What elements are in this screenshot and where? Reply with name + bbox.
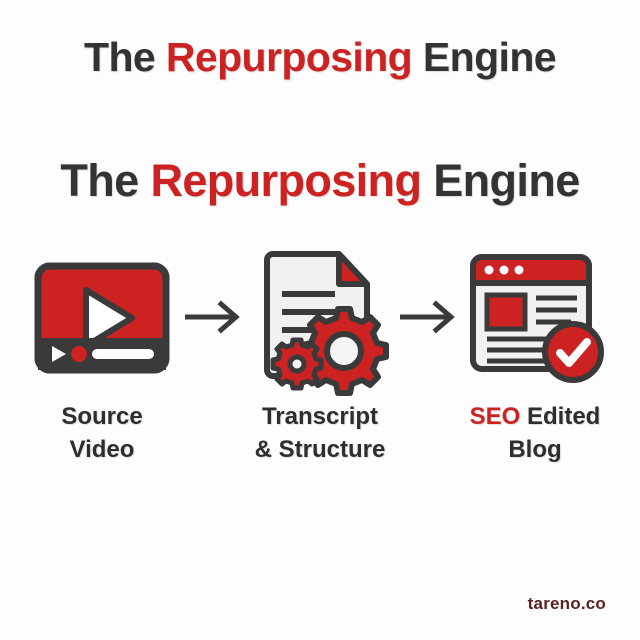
title2-prefix: The	[60, 155, 151, 206]
caption-line-1: Transcript	[261, 403, 379, 430]
title-prefix: The	[84, 34, 166, 80]
title2-accent: Repurposing	[150, 155, 422, 206]
title-accent: Repurposing	[165, 34, 413, 80]
process-flow: Source Video	[0, 248, 640, 478]
arrow-right-icon-1	[183, 300, 243, 334]
title2-suffix: Engine	[421, 155, 580, 206]
flow-step-seo-blog: SEO Edited Blog	[440, 248, 630, 466]
caption-line-1: Edited	[520, 403, 601, 430]
flow-step-caption: Transcript & Structure	[225, 400, 415, 466]
page-title-secondary: The Repurposing Engine	[0, 155, 640, 207]
video-player-icon	[7, 248, 197, 388]
caption-line-1: Source	[61, 403, 143, 430]
flow-step-caption: SEO Edited Blog	[440, 400, 630, 466]
browser-check-icon	[440, 248, 630, 388]
footer-brand: tareno.co	[527, 594, 606, 613]
flow-step-source-video: Source Video	[7, 248, 197, 466]
caption-line-2: Blog	[508, 436, 562, 463]
flow-step-transcript-structure: Transcript & Structure	[225, 248, 415, 466]
flow-step-caption: Source Video	[7, 400, 197, 466]
caption-line-2: Video	[69, 436, 135, 463]
arrow-right-icon-2	[398, 300, 458, 334]
document-gears-icon	[225, 248, 415, 396]
caption-accent: SEO	[469, 403, 521, 430]
title-suffix: Engine	[412, 34, 557, 80]
page-title-primary: The Repurposing Engine	[0, 33, 640, 81]
caption-line-2: & Structure	[254, 436, 386, 463]
